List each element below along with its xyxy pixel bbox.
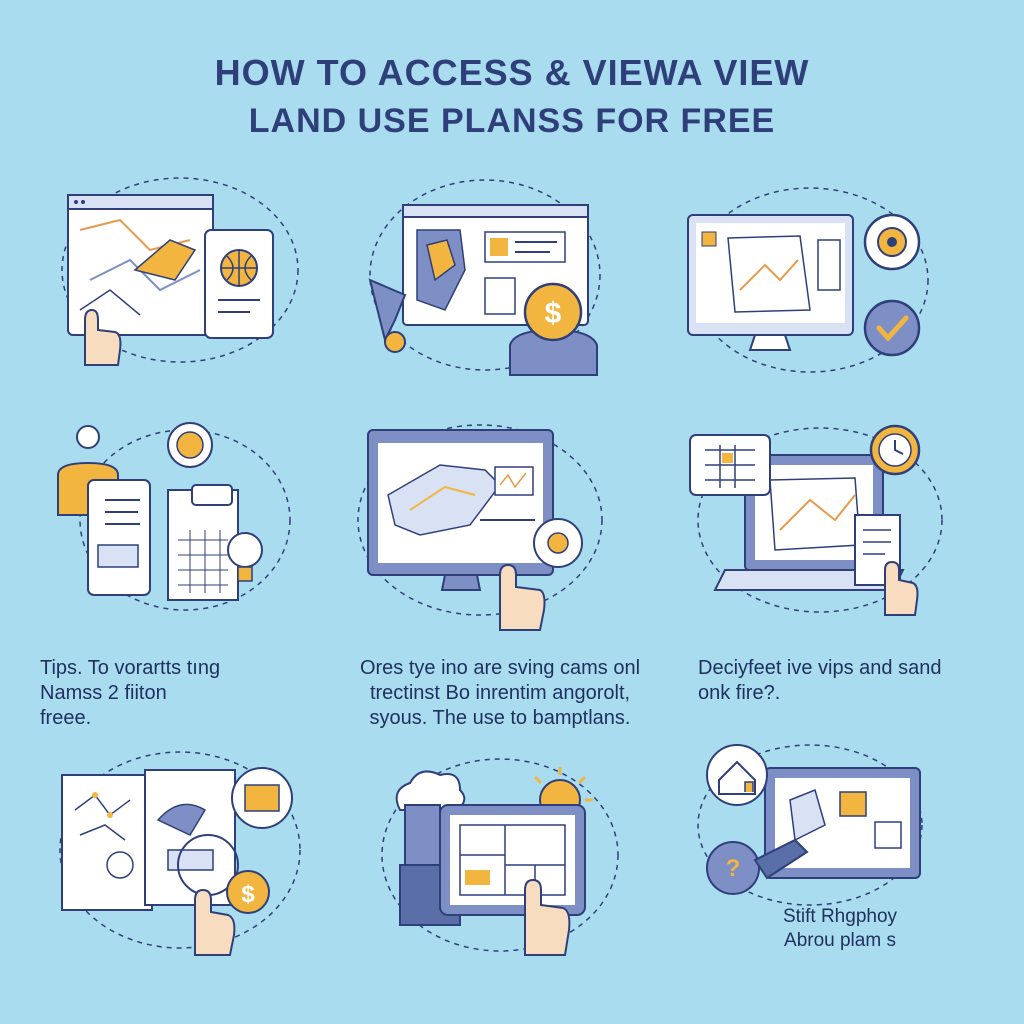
caption-left: Tips. To vorartts tıng Namss 2 fiiton fr… <box>40 656 320 731</box>
caption-bottom-right: Stift Rhgphoy Abrou plam s <box>740 905 940 953</box>
laptop-calendar-icon <box>685 420 950 620</box>
caption-bottom-right-line-1: Stift Rhgphoy <box>782 906 898 927</box>
monitor-map-icon <box>350 415 610 635</box>
house-question-icon: ? <box>695 730 935 910</box>
tablet-floorplan-icon <box>375 745 625 960</box>
caption-center-line-3: syous. The use to bamptlans. <box>369 707 631 729</box>
monitor-check-icon <box>680 170 940 380</box>
map-tablet-icon <box>60 170 300 370</box>
caption-left-line-2: Namss 2 fiiton <box>40 682 167 704</box>
svg-text:?: ? <box>726 855 741 882</box>
caption-center-line-2: trectinst Bo inrentim angorolt, <box>369 682 631 704</box>
page-title-line-2: LAND USE PLANSS FOR FREE <box>248 102 776 140</box>
caption-right-line-1: Deciyfeet ive vips and sand <box>698 657 942 679</box>
page-title-line-1: HOW TO ACCESS & VIEWA VIEW <box>214 52 810 93</box>
caption-left-line-1: Tips. To vorartts tıng <box>40 657 221 679</box>
document-person-icon <box>50 415 291 625</box>
caption-bottom-right-line-2: Abrou plam s <box>784 930 896 951</box>
documents-dollar-icon: $ <box>50 740 310 960</box>
caption-center: Ores tye ino are sving cams onl trectins… <box>330 656 670 731</box>
map-dollar-icon: $ <box>365 170 605 380</box>
caption-right-line-2: onk fire?. <box>698 682 781 704</box>
svg-text:$: $ <box>545 297 562 330</box>
caption-left-line-3: freee. <box>40 707 92 729</box>
caption-center-line-1: Ores tye ino are sving cams onl <box>359 657 641 679</box>
svg-text:$: $ <box>241 881 255 908</box>
caption-right: Deciyfeet ive vips and sand onk fire?. <box>698 656 998 706</box>
